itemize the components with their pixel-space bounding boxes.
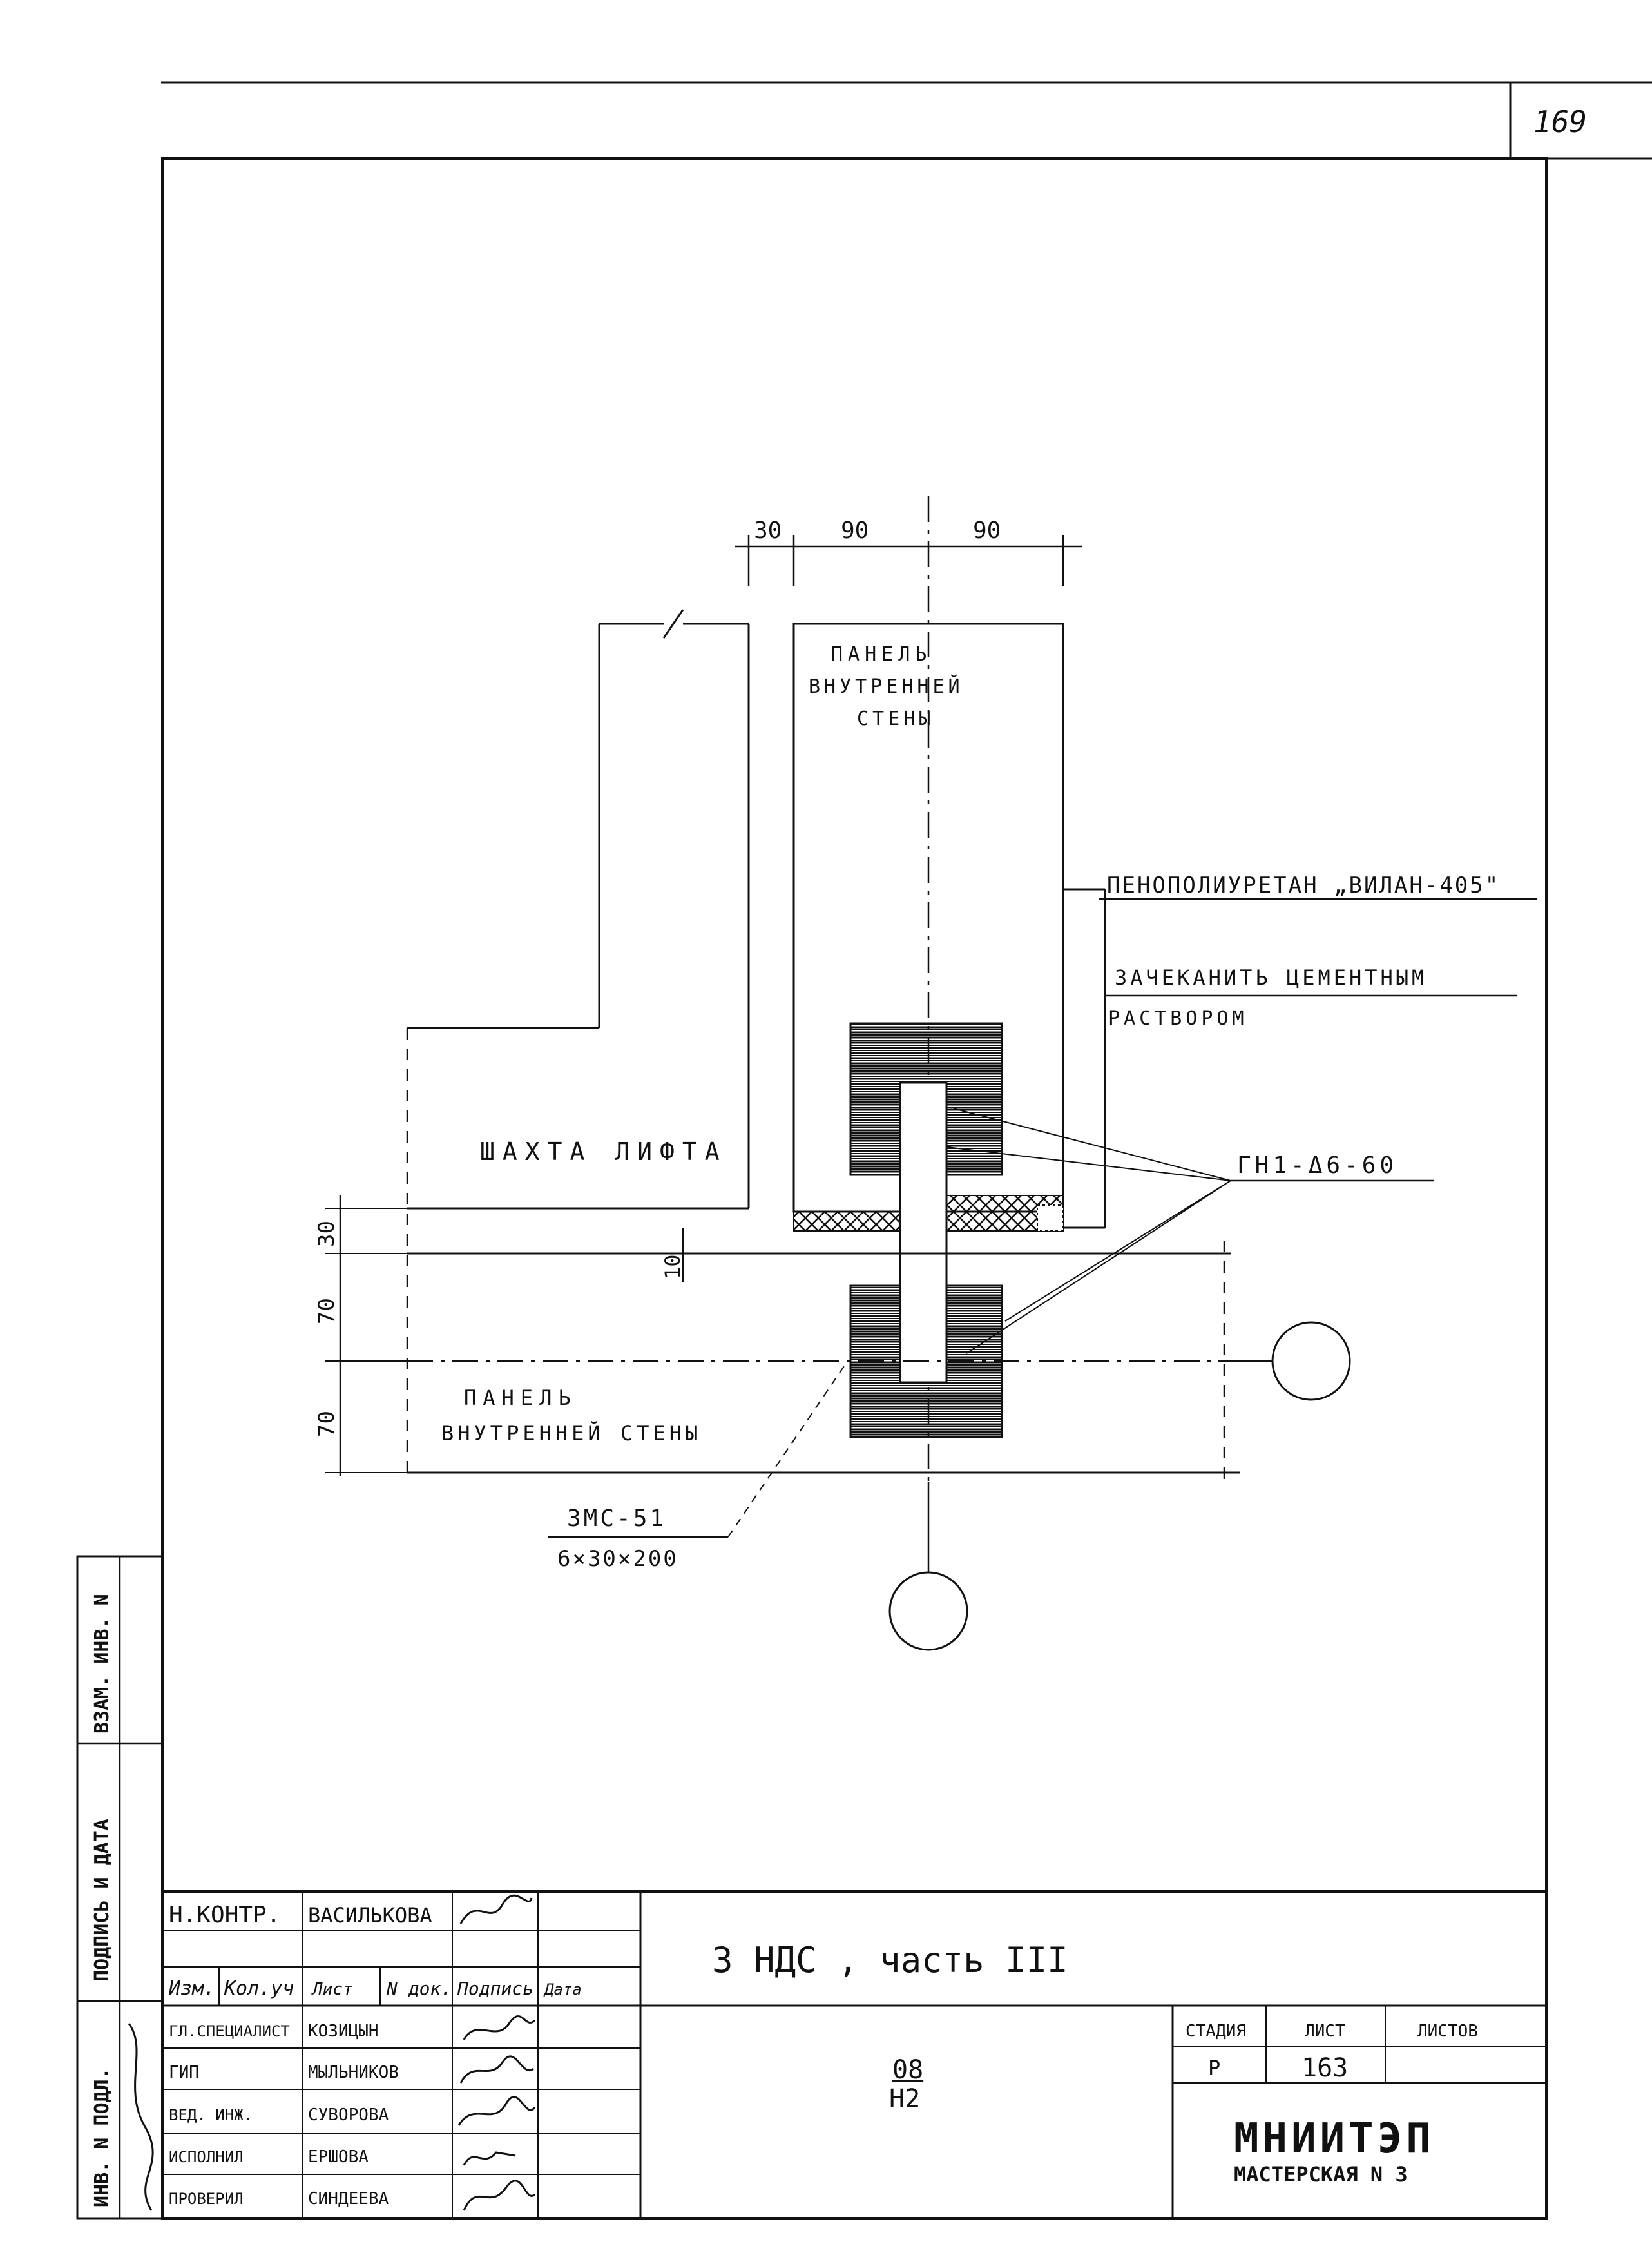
code-bottom: Н2	[889, 2084, 920, 2114]
title-block	[161, 1890, 1548, 2220]
drawing-title: 3 НДС , часть III	[712, 1940, 1068, 1980]
break-mark-top	[662, 609, 684, 639]
plate-mark-label: ЗМС-51	[567, 1505, 666, 1532]
sheet-value: 163	[1301, 2053, 1348, 2083]
row-2-name: МЫЛЬНИКОВ	[308, 2063, 399, 2082]
sheet-label: ЛИСТ	[1305, 2022, 1345, 2041]
signature-row-1	[463, 2015, 536, 2040]
polyurethane-label: ПЕНОПОЛИУРЕТАН „ВИЛАН-405"	[1107, 873, 1500, 898]
stage-value: Р	[1208, 2056, 1220, 2080]
anchor-leader-1	[953, 1108, 1231, 1181]
row-5-role: ПРОВЕРИЛ	[169, 2190, 244, 2208]
sheets-label: ЛИСТОВ	[1417, 2022, 1478, 2041]
organization-workshop: МАСТЕРСКАЯ N 3	[1234, 2162, 1408, 2187]
header-podpis: Подпись	[457, 1978, 533, 1999]
panel-bottom-label-1: ПАНЕЛЬ	[464, 1386, 577, 1410]
side-stamp-signature-date: ПОДПИСЬ И ДАТА	[91, 1819, 113, 1982]
anchor-leader-4	[966, 1180, 1231, 1354]
signature-n-kontr	[459, 1894, 533, 1924]
panel-top-label-1: ПАНЕЛЬ	[831, 643, 932, 666]
n-kontr-role: Н.КОНТР.	[169, 1902, 280, 1928]
caulk-label-1: ЗАЧЕКАНИТЬ ЦЕМЕНТНЫМ	[1115, 965, 1427, 990]
axis-bubble-right	[1271, 1321, 1351, 1401]
page-number: 169	[1533, 104, 1587, 139]
anchor-leader-3	[1004, 1180, 1231, 1322]
anchor-label: ГН1-Δ6-60	[1237, 1152, 1397, 1179]
shaft-label: ШАХТА ЛИФТА	[480, 1137, 727, 1166]
signature-row-4	[463, 2151, 516, 2166]
row-3-role: ВЕД. ИНЖ.	[169, 2106, 253, 2124]
caulk-label-2: РАСТВОРОМ	[1108, 1007, 1248, 1030]
dim-70-lower-label: 70	[314, 1411, 340, 1437]
code-top: 08	[892, 2055, 923, 2085]
row-4-name: ЕРШОВА	[308, 2147, 369, 2167]
axis-bubble-bottom	[888, 1571, 968, 1651]
panel-top-label-2: ВНУТРЕННЕЙ	[809, 675, 964, 698]
dim-70-upper-label: 70	[314, 1298, 340, 1324]
side-stamp-replace-inv: ВЗАМ. ИНВ. N	[91, 1594, 113, 1734]
row-3-name: СУВОРОВА	[308, 2105, 389, 2125]
stage-label: СТАДИЯ	[1186, 2022, 1246, 2041]
panel-top-label-3: СТЕНЫ	[857, 708, 934, 730]
dim-30-label: 30	[754, 517, 782, 544]
plate-size-label: 6×30×200	[557, 1546, 678, 1572]
row-1-role: ГЛ.СПЕЦИАЛИСТ	[169, 2022, 290, 2040]
anchor-leader-2	[946, 1146, 1231, 1181]
signature-row-2	[459, 2055, 534, 2084]
signature-row-5	[463, 2180, 536, 2211]
signature-side-stamp	[128, 2023, 154, 2211]
header-kol-uch: Кол.уч	[224, 1977, 294, 2000]
dim-90-right-label: 90	[973, 517, 1001, 544]
header-izm: Изм.	[168, 1977, 215, 2000]
row-1-name: КОЗИЦЫН	[308, 2022, 379, 2041]
dim-30-vertical-label: 30	[314, 1221, 340, 1247]
row-4-role: ИСПОЛНИЛ	[169, 2148, 244, 2166]
row-5-name: СИНДЕЕВА	[308, 2189, 389, 2209]
dim-90-left-label: 90	[841, 517, 869, 544]
dim-10-label: 10	[660, 1254, 685, 1279]
n-kontr-name: ВАСИЛЬКОВА	[308, 1903, 432, 1928]
connecting-plate	[899, 1081, 948, 1384]
panel-bottom-label-2: ВНУТРЕННЕЙ СТЕНЫ	[441, 1421, 702, 1446]
header-list: Лист	[311, 1980, 353, 1999]
signature-row-3	[457, 2096, 536, 2126]
row-2-role: ГИП	[169, 2063, 199, 2082]
seal-left	[793, 1211, 901, 1232]
organization-name: МНИИТЭП	[1234, 2115, 1435, 2163]
side-stamp-original-inv: ИНВ. N ПОДЛ.	[91, 2067, 113, 2207]
header-data: Дата	[543, 1980, 582, 1998]
plate-mark-leader	[727, 1366, 845, 1538]
mortar-fill	[1037, 1204, 1064, 1232]
header-n-dok: N док.	[386, 1978, 452, 1999]
